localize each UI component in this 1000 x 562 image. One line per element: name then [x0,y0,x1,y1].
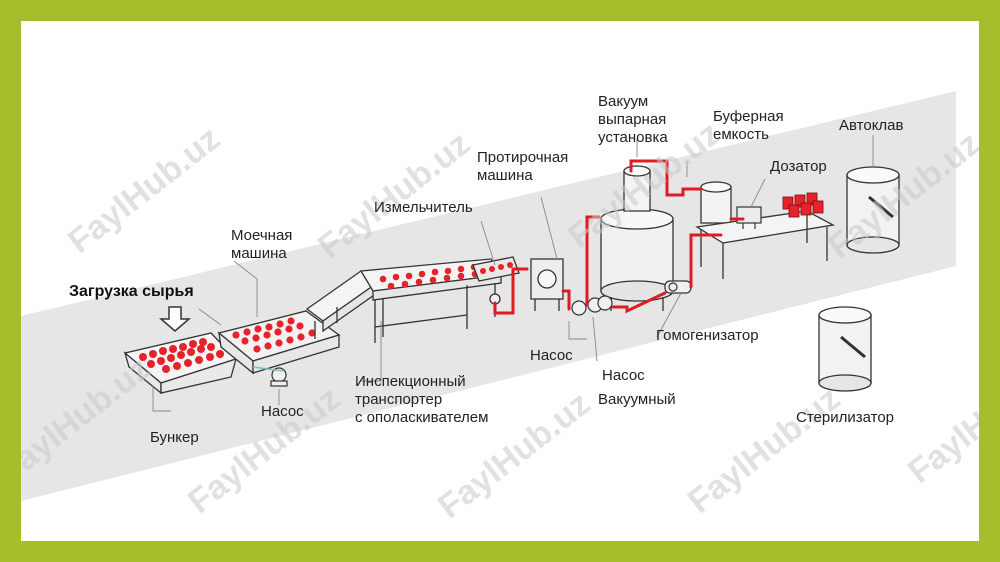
water-line [252,366,284,372]
label-vacuum-pump-sub: Вакуумный [598,391,676,408]
washing-machine [217,310,341,375]
label-doser: Дозатор [770,158,827,175]
product-pipes [493,159,745,315]
label-buffer: Буферная емкость [713,108,784,143]
label-washer: Моечная машина [231,227,293,262]
buffer-tank [700,181,732,224]
homogenizer [664,280,692,294]
sterilizer [818,306,872,392]
vacuum-evaporator [600,165,674,311]
label-sterilizer: Стерилизатор [796,409,895,426]
wiping-machine [530,258,564,311]
label-bunker: Бункер [150,429,199,446]
autoclave [846,166,900,254]
label-pump-2: Насос [530,347,573,364]
label-autoclave: Автоклав [839,117,904,134]
label-inspection: Инспекционный транспортер с ополаскивате… [355,373,489,426]
leader-lines [152,135,874,412]
label-vacuum-pump: Насос [602,367,645,384]
label-loading: Загрузка сырья [69,283,194,300]
filling-table [695,210,835,279]
diagram-frame: FaylHub.uz FaylHub.uz FaylHub.uz FaylHub… [21,21,979,541]
label-vacuum-unit: Вакуум выпарная установка [598,93,668,146]
loading-arrow [158,306,192,332]
bunker [123,332,238,395]
jars [782,192,824,218]
label-wiper: Протирочная машина [477,149,569,184]
label-homogenizer: Гомогенизатор [656,327,759,344]
production-line-diagram [21,91,956,501]
label-pump-1: Насос [261,403,304,420]
label-chopper: Измельчитель [374,199,473,216]
vacuum-pump [597,295,613,311]
